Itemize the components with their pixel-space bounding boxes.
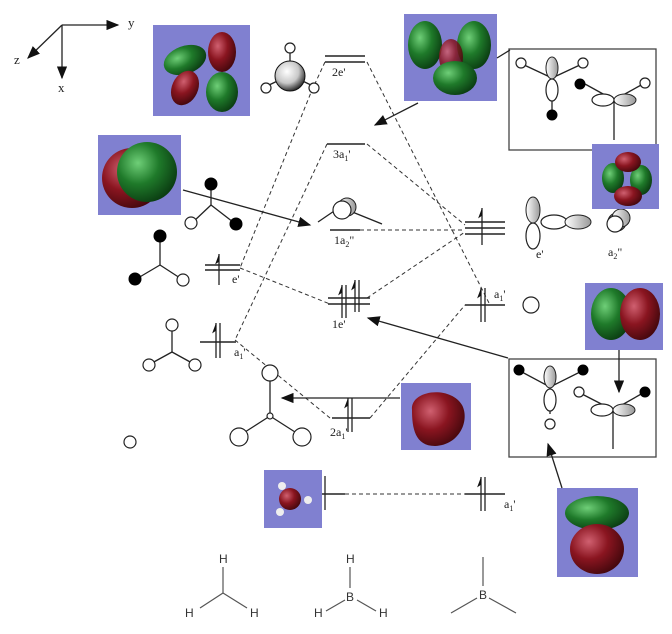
boron-p-orbitals: e' a2": [522, 196, 631, 314]
atom-h: H: [346, 552, 355, 566]
label-3a1-prime: 3a1': [333, 147, 351, 163]
z-axis-label: z: [14, 52, 20, 67]
h3-structure: H H H: [185, 552, 259, 620]
label-1a2-doubleprime: 1a2": [334, 233, 354, 249]
bh3-structure: H B H H: [314, 552, 388, 620]
label-left-a1-prime: a1': [234, 345, 246, 361]
h-1s-orbital: [123, 435, 137, 449]
mo-image-2e-small: [592, 144, 659, 209]
box-1e-sketch: [508, 358, 657, 458]
arrow: [182, 189, 312, 227]
atom-h: H: [250, 606, 259, 620]
s-orbital: [522, 296, 540, 314]
bh3-2e-antibonding-sketch: [260, 42, 320, 94]
label-right-a1-low: a1': [504, 497, 516, 513]
label-left-e-prime: e': [232, 272, 240, 286]
h3-fragment-a1: [142, 318, 202, 372]
mo-image-2e-right: [404, 14, 497, 101]
p-orbital-lobe: [525, 196, 541, 224]
arrow: [373, 102, 419, 126]
corr-line: [234, 143, 328, 341]
mo-image-a1-lobe: [557, 488, 638, 577]
label-1e-prime: 1e': [332, 317, 346, 331]
atom-b: B: [479, 588, 487, 602]
atom-h: H: [379, 606, 388, 620]
p-orbital-lobe: [564, 214, 592, 230]
p-orbital-lobe: [540, 214, 568, 230]
x-axis-label: x: [58, 80, 65, 95]
mo-image-2a1: [401, 383, 471, 450]
z-axis-arrow: [27, 24, 63, 59]
h3-fragment-e-prime-b: [128, 229, 190, 287]
label-right-e-prime: e': [536, 247, 544, 261]
atom-h: H: [185, 606, 194, 620]
corr-line: [366, 143, 466, 226]
connector: [496, 49, 511, 59]
corr-line: [239, 267, 331, 305]
atom-b: B: [346, 590, 354, 604]
bh3-2a1-combination: [229, 364, 312, 447]
axis-system: y x z: [14, 15, 135, 95]
label-2a1-prime: 2a1': [330, 425, 348, 441]
corr-line: [369, 304, 466, 419]
b-structure: B: [450, 557, 517, 614]
atom-h: H: [314, 606, 323, 620]
pointer-arrows: [182, 49, 625, 489]
mo-image-2e-left: [153, 25, 250, 116]
arrow: [546, 442, 563, 489]
label-2e-prime: 2e': [332, 65, 346, 79]
label-right-a1-prime: a1': [494, 287, 506, 303]
electrons-1e: [338, 280, 360, 318]
corr-line: [366, 231, 466, 299]
mo-image-bh-sigma: [264, 470, 322, 528]
arrow: [366, 316, 509, 359]
right-levels: a1' a1': [465, 208, 516, 513]
mo-image-1a2: [98, 135, 181, 215]
p-orbital-lobe: [525, 222, 541, 250]
mo-image-1e: [585, 283, 663, 350]
y-axis-label: y: [128, 15, 135, 30]
electrons-2a1: [344, 398, 353, 432]
atom-h: H: [219, 552, 228, 566]
bh3-1a2-sketch: [317, 197, 383, 225]
center-levels: 2e' 3a1' 1a2" 1e' 2a1': [305, 55, 370, 510]
corr-line: [366, 61, 491, 306]
left-levels: e' a1': [200, 254, 246, 361]
corr-line: [234, 339, 331, 419]
box-2e-sketch: [508, 48, 657, 151]
h3-fragment-e-prime-a: [184, 177, 243, 231]
label-right-a2-doubleprime: a2": [608, 245, 622, 261]
